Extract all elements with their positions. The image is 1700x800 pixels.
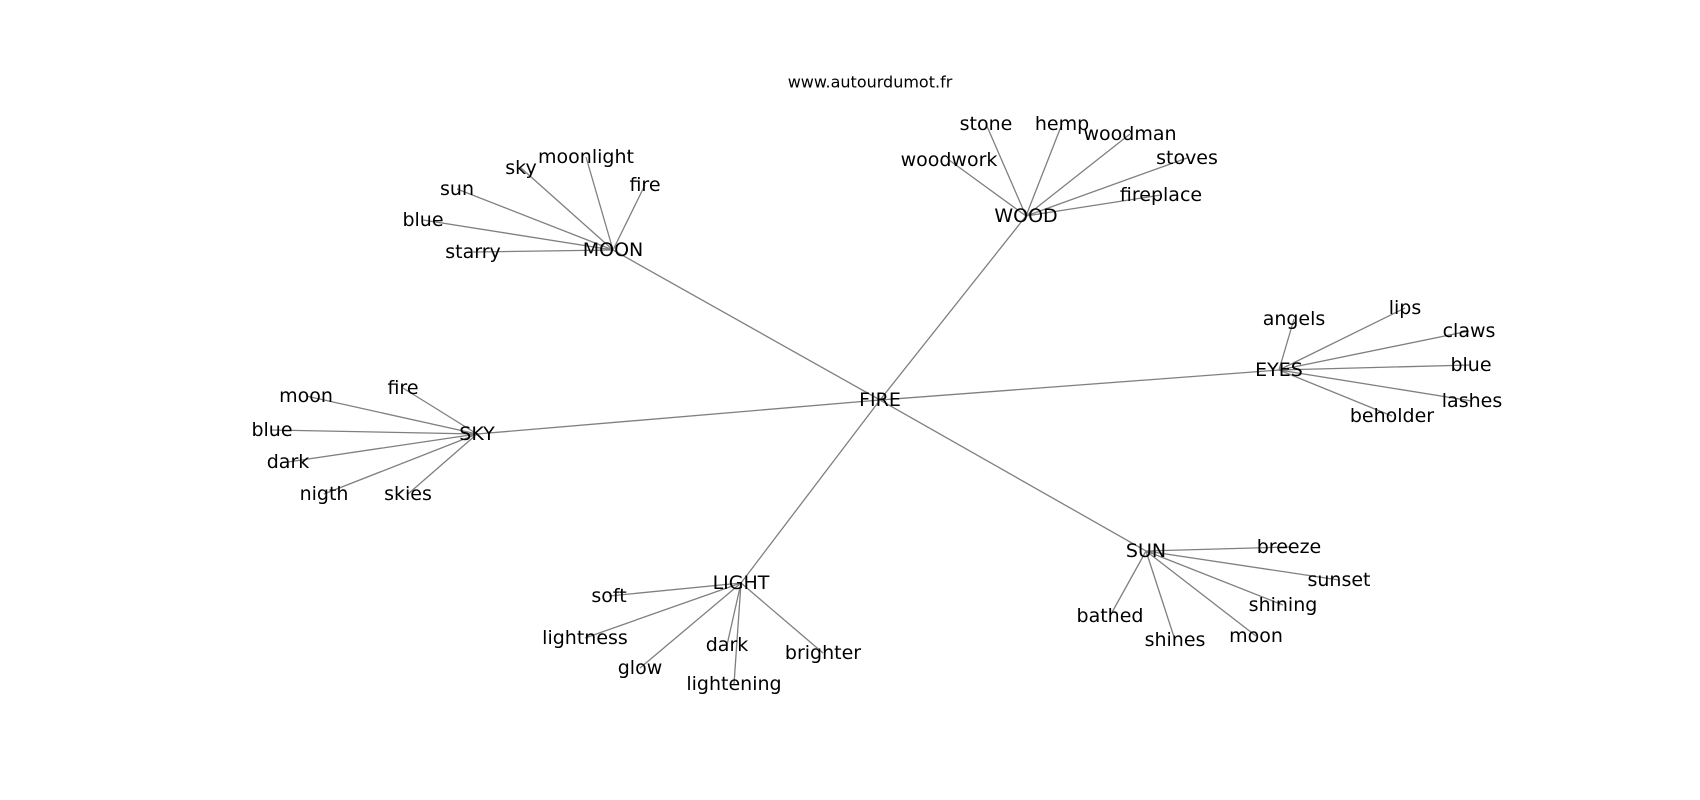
edge-eyes-lashes (1278, 369, 1473, 402)
branch-node-sky: SKY (459, 423, 495, 445)
branch-node-wood: WOOD (994, 205, 1057, 227)
leaf-node-eyes-blue: blue (1450, 354, 1491, 376)
edge-sky-dark (287, 433, 478, 463)
leaf-node-sky-nigth: nigth (300, 483, 349, 505)
edge-root-eyes (879, 369, 1280, 401)
leaf-node-light-brighter: brighter (785, 642, 861, 664)
root-node: FIRE (859, 389, 901, 411)
leaf-node-sky-fire: fire (387, 377, 418, 399)
edge-sky-moon (305, 395, 478, 435)
leaf-node-sky-moon: moon (279, 385, 333, 407)
leaf-node-wood-stone: stone (960, 113, 1013, 135)
leaf-node-wood-woodman: woodman (1083, 123, 1176, 145)
edge-light-soft (608, 582, 742, 597)
edge-wood-stone (985, 123, 1027, 217)
branch-node-eyes: EYES (1255, 359, 1303, 381)
leaf-node-sun-breeze: breeze (1257, 536, 1322, 558)
leaf-node-light-soft: soft (591, 585, 626, 607)
edge-light-dark (726, 582, 742, 646)
edge-root-light (740, 399, 881, 584)
leaf-node-light-lightening: lightening (686, 673, 781, 695)
edge-sky-fire (402, 387, 478, 435)
edge-wood-woodman (1025, 133, 1131, 217)
leaf-node-moon-fire: fire (629, 174, 660, 196)
leaf-node-sun-shines: shines (1145, 629, 1206, 651)
leaf-node-sun-moon: moon (1229, 625, 1283, 647)
edge-root-wood (879, 215, 1027, 401)
edge-root-sun (879, 399, 1147, 552)
leaf-node-eyes-beholder: beholder (1350, 405, 1434, 427)
edge-light-lightening (733, 582, 742, 685)
edge-moon-moonlight (585, 156, 614, 251)
leaf-node-eyes-lashes: lashes (1442, 390, 1502, 412)
leaf-node-sun-sunset: sunset (1307, 569, 1370, 591)
leaf-node-sun-bathed: bathed (1077, 605, 1144, 627)
leaf-node-eyes-claws: claws (1443, 320, 1496, 342)
edge-eyes-beholder (1278, 369, 1393, 417)
leaf-node-moon-sun: sun (440, 178, 474, 200)
edge-moon-fire (612, 184, 646, 251)
site-url: www.autourdumot.fr (788, 73, 953, 92)
leaf-node-light-lightness: lightness (542, 627, 628, 649)
leaf-node-sky-skies: skies (384, 483, 432, 505)
branch-node-moon: MOON (583, 239, 644, 261)
branch-node-sun: SUN (1126, 540, 1166, 562)
leaf-node-moon-moonlight: moonlight (538, 146, 634, 168)
edge-light-brighter (740, 582, 824, 654)
edge-root-moon (612, 249, 881, 401)
leaf-node-moon-blue: blue (402, 209, 443, 231)
edge-eyes-claws (1278, 330, 1470, 371)
leaf-node-wood-fireplace: fireplace (1120, 184, 1202, 206)
leaf-node-sun-shining: shining (1249, 594, 1318, 616)
edge-sun-moon (1145, 550, 1257, 637)
edge-wood-fireplace (1025, 194, 1162, 217)
leaf-node-moon-starry: starry (445, 241, 501, 263)
edge-eyes-lips (1278, 307, 1406, 371)
edge-sky-nigth (323, 433, 478, 495)
edge-sun-shining (1145, 550, 1284, 606)
leaf-node-sky-blue: blue (251, 419, 292, 441)
edge-eyes-angels (1278, 318, 1295, 371)
edge-root-sky (476, 399, 881, 435)
edge-moon-starry (472, 249, 614, 253)
leaf-node-eyes-lips: lips (1389, 297, 1422, 319)
leaf-node-moon-sky: sky (505, 157, 536, 179)
edge-light-lightness (584, 582, 742, 639)
edge-eyes-blue (1278, 364, 1472, 371)
edge-sky-blue (271, 429, 478, 435)
edge-wood-hemp (1025, 123, 1063, 217)
leaf-node-sky-dark: dark (267, 451, 310, 473)
graph-edges (271, 123, 1473, 685)
leaf-node-wood-stoves: stoves (1156, 147, 1218, 169)
edge-moon-sky (520, 167, 614, 251)
edge-wood-woodwork (948, 159, 1027, 217)
edge-sun-sunset (1145, 550, 1340, 581)
edge-moon-sun (456, 188, 614, 251)
leaf-node-wood-woodwork: woodwork (901, 149, 998, 171)
edge-sun-breeze (1145, 546, 1290, 552)
edge-moon-blue (422, 219, 614, 251)
edge-light-glow (639, 582, 742, 669)
leaf-node-eyes-angels: angels (1263, 308, 1326, 330)
branch-node-light: LIGHT (713, 572, 770, 594)
leaf-node-light-glow: glow (618, 657, 663, 679)
edge-sky-skies (407, 433, 478, 495)
leaf-node-wood-hemp: hemp (1035, 113, 1089, 135)
edge-sun-shines (1145, 550, 1176, 641)
edge-wood-stoves (1025, 157, 1188, 217)
leaf-node-light-dark: dark (706, 634, 749, 656)
edge-sun-bathed (1109, 550, 1147, 617)
